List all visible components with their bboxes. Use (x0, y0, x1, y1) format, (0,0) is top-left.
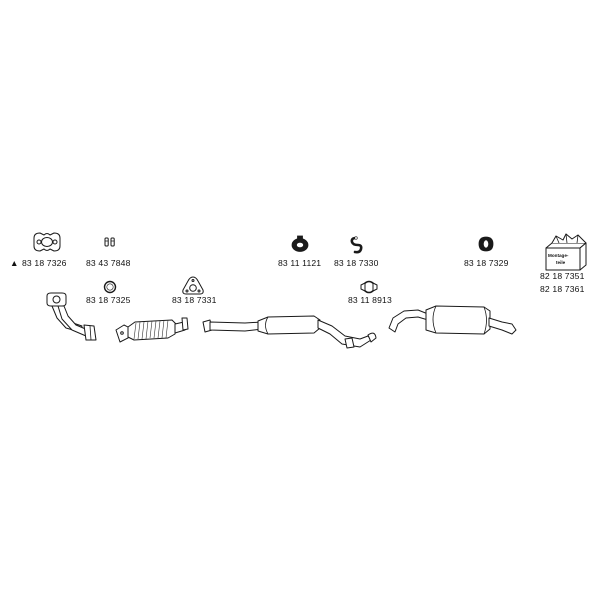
part-number-rubber-mount-1: 83 11 1121 (278, 258, 321, 268)
part-number-clamp: 83 11 8913 (348, 295, 392, 305)
box-label-line-2: teile (556, 260, 566, 265)
part-number-mounting-kit-1: 82 18 7351 (540, 271, 585, 281)
rubber-mount-icon (478, 236, 494, 252)
center-silencer-pipe-icon (202, 315, 377, 349)
part-number-rubber-mount-3: 83 18 7329 (464, 258, 509, 268)
rear-silencer-icon (388, 305, 517, 335)
part-number-triangle-gasket: 83 18 7331 (172, 295, 217, 305)
part-number-bolt-set: 83 43 7848 (86, 258, 131, 268)
part-number-rubber-mount-2: 83 18 7330 (334, 258, 379, 268)
rubber-mount-icon (291, 235, 309, 252)
pipe-clamp-icon (360, 280, 378, 294)
part-number-ring-gasket: 83 18 7325 (86, 295, 131, 305)
mounting-kit-box-icon: Montage- teile (545, 233, 587, 271)
s-hanger-icon (350, 236, 363, 254)
bolt-set-icon (104, 237, 115, 247)
ring-gasket-icon (103, 280, 117, 294)
part-number-mounting-kit-2: 82 18 7361 (540, 284, 585, 294)
front-pipe-icon (46, 292, 97, 341)
box-label-line-1: Montage- (548, 253, 569, 258)
part-number-flange-gasket: 83 18 7326 (22, 258, 67, 268)
triangle-gasket-icon (182, 276, 204, 295)
marker-triangle-icon: ▲ (10, 258, 19, 268)
flange-gasket-icon (33, 232, 61, 252)
catalytic-converter-icon (115, 317, 189, 343)
